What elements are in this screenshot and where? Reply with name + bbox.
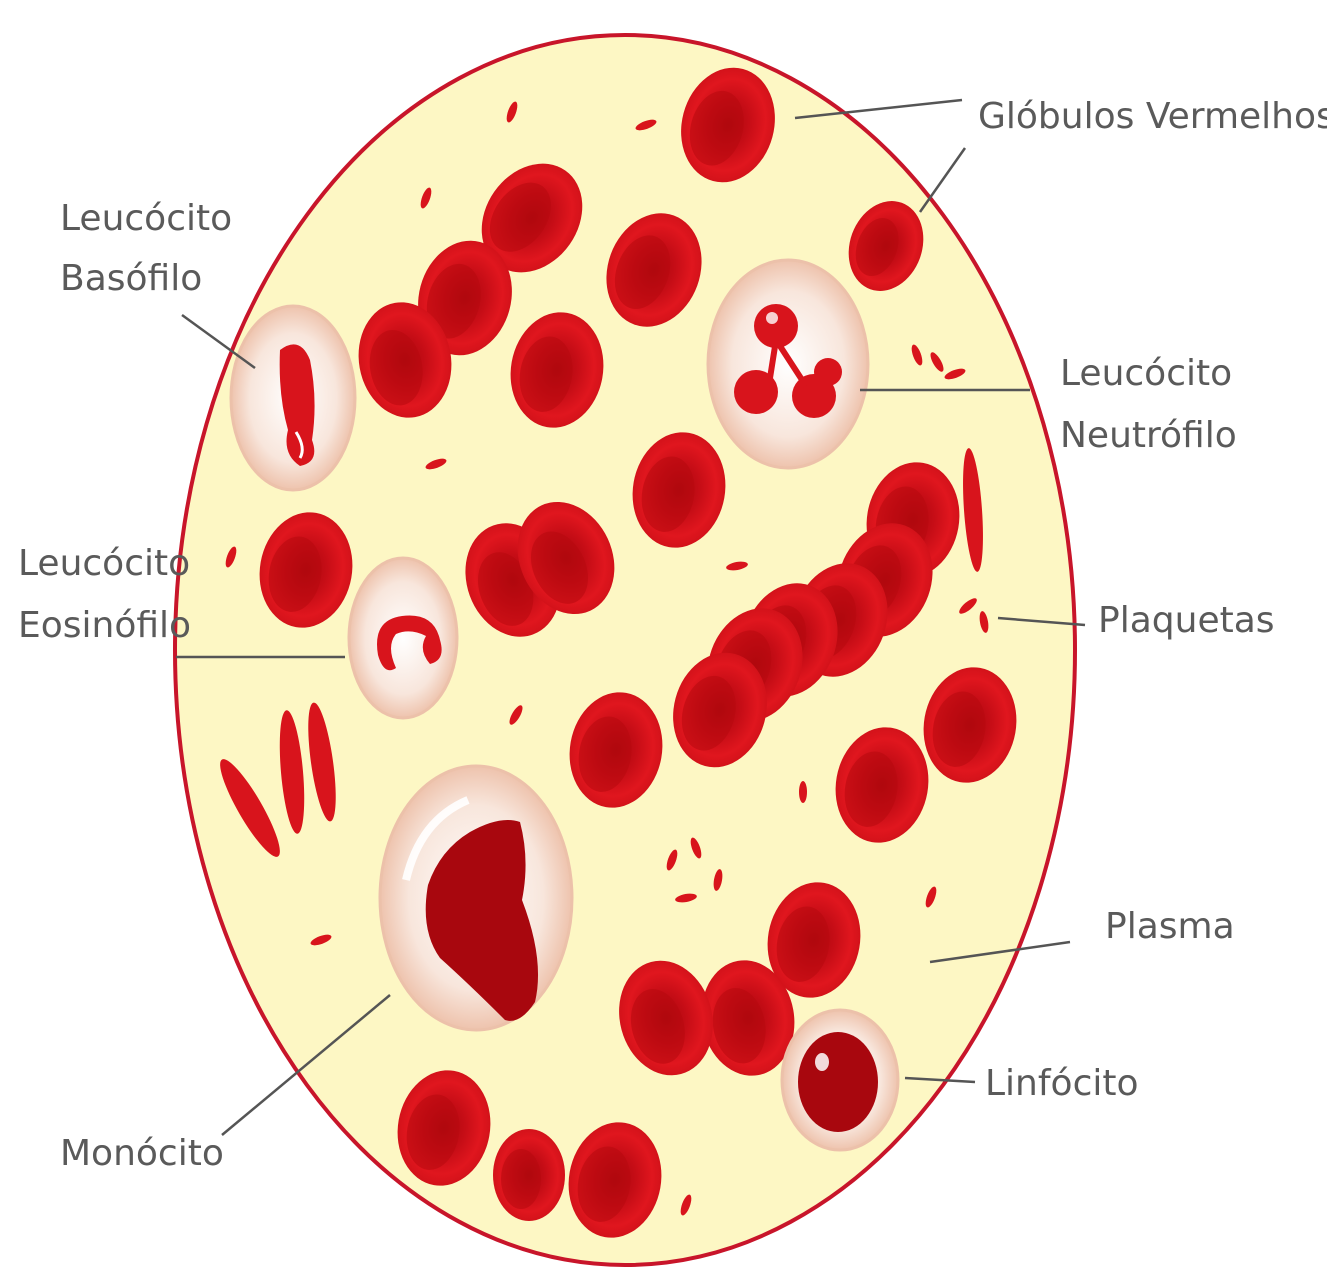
label-monocito: Monócito: [60, 1133, 224, 1174]
label-leucocito-basofilo-line1: Leucócito: [60, 198, 232, 239]
lymphocyte-cell: [782, 1010, 898, 1150]
label-globulos-vermelhos: Glóbulos Vermelhos: [978, 96, 1327, 137]
label-plasma: Plasma: [1105, 906, 1235, 947]
label-linfocito: Linfócito: [985, 1063, 1139, 1104]
label-leucocito-neutrofilo-line2: Neutrófilo: [1060, 415, 1237, 456]
label-leucocito-basofilo-line2: Basófilo: [60, 258, 202, 299]
basophil-cell: [231, 306, 355, 490]
monocyte-cell: [380, 766, 572, 1030]
label-leucocito-neutrofilo-line1: Leucócito: [1060, 353, 1232, 394]
neutrophil-cell: [708, 260, 868, 468]
label-leucocito-eosinofilo-line1: Leucócito: [18, 543, 190, 584]
label-plaquetas: Plaquetas: [1098, 600, 1275, 641]
label-leucocito-eosinofilo-line2: Eosinófilo: [18, 605, 191, 646]
eosinophil-cell: [349, 558, 457, 718]
